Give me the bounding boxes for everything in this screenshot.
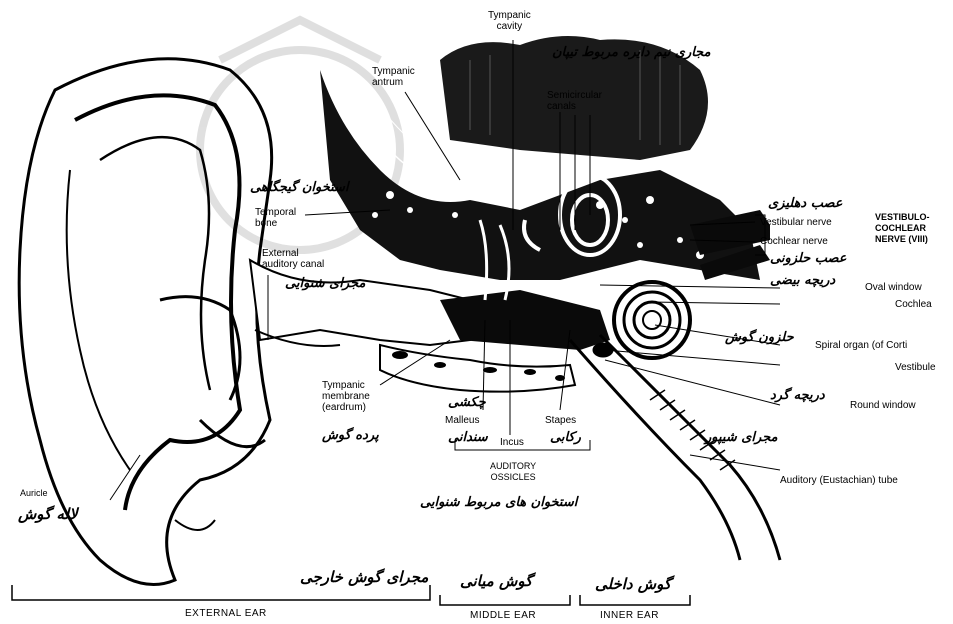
label-spiral-organ: Spiral organ (of Corti xyxy=(815,340,907,351)
external-auditory-canal xyxy=(250,260,470,346)
section-brackets xyxy=(12,585,690,605)
fa-auricle: لاله گوش xyxy=(18,505,78,523)
label-round-window: Round window xyxy=(850,400,916,411)
label-auricle: Auricle xyxy=(20,488,48,499)
caption-external-ear: EXTERNAL EAR xyxy=(185,608,267,619)
label-vestibulocochlear-nerve: VESTIBULO- COCHLEAR NERVE (VIII) xyxy=(875,212,930,245)
label-cochlear-nerve: Cochlear nerve xyxy=(760,236,828,247)
fa-cochlear-nerve: عصب حلزونی xyxy=(770,251,847,266)
label-vestibular-nerve: Vestibular nerve xyxy=(760,217,832,228)
label-vestibule: Vestibule xyxy=(895,362,936,373)
label-cochlea: Cochlea xyxy=(895,299,932,310)
fa-external-auditory-canal: مجرای شنوایی xyxy=(285,276,365,291)
fa-tympanic-membrane: پرده گوش xyxy=(322,428,379,443)
fa-round-window: دریچه گرد xyxy=(770,388,825,403)
label-tympanic-cavity: Tympanic cavity xyxy=(488,10,531,32)
eustachian-tube-shape xyxy=(570,335,780,560)
label-tympanic-membrane: Tympanic membrane (eardrum) xyxy=(322,380,370,413)
label-auditory-ossicles: AUDITORY OSSICLES xyxy=(490,461,536,483)
fa-temporal-bone: استخوان گیجگاهی xyxy=(250,180,349,195)
fa-auditory-ossicles: استخوان های مربوط شنوایی xyxy=(420,495,577,510)
fa-external-ear: مجرای گوش خارجی xyxy=(300,568,428,586)
label-semicircular-canals: Semicircular canals xyxy=(547,90,602,112)
label-oval-window: Oval window xyxy=(865,282,922,293)
fa-semicircular-canals: مجاری نیم دایره مربوط تیپان xyxy=(552,45,711,60)
label-malleus: Malleus xyxy=(445,415,479,426)
fa-incus: سندانی xyxy=(448,430,488,445)
label-temporal-bone: Temporal bone xyxy=(255,207,296,229)
fa-vestibular-nerve: عصب دهلیزی xyxy=(768,196,843,211)
fa-oval-window: دریچه بیضی xyxy=(770,273,835,288)
fa-spiral-organ: حلزون گوش xyxy=(725,330,794,345)
label-auditory-tube: Auditory (Eustachian) tube xyxy=(780,475,898,486)
caption-middle-ear: MIDDLE EAR xyxy=(470,610,536,621)
label-stapes: Stapes xyxy=(545,415,576,426)
fa-middle-ear: گوش میانی xyxy=(460,572,532,590)
fa-stapes: رکابی xyxy=(550,430,581,445)
fa-inner-ear: گوش داخلی xyxy=(595,575,671,593)
fa-auditory-tube: مجرای شیپور xyxy=(705,430,778,445)
cochlea-shape xyxy=(593,282,690,358)
fa-malleus: چکشی xyxy=(448,395,486,410)
label-tympanic-antrum: Tympanic antrum xyxy=(372,66,415,88)
label-incus: Incus xyxy=(500,437,524,448)
label-external-auditory-canal: External auditory canal xyxy=(262,248,324,270)
caption-inner-ear: INNER EAR xyxy=(600,610,659,621)
